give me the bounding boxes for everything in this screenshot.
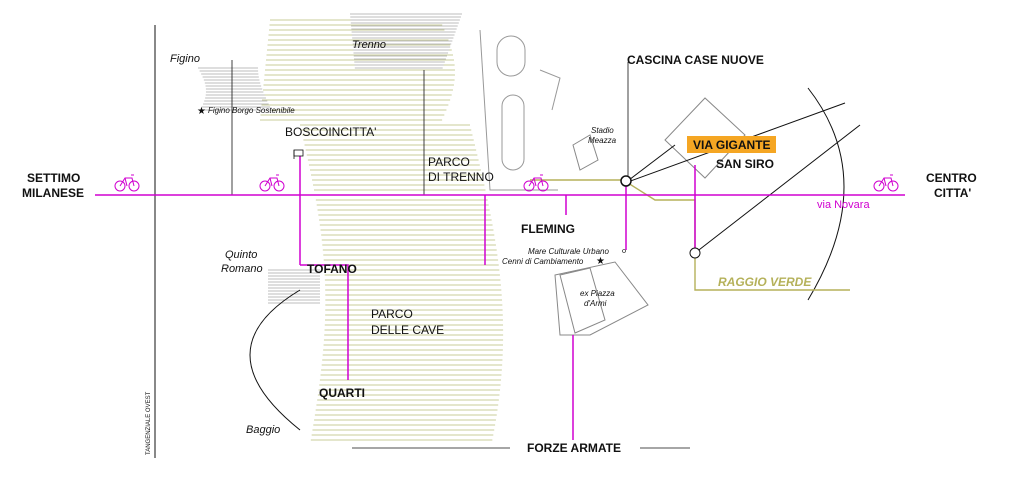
label-mare-2: Cenni di Cambiamento xyxy=(502,257,584,266)
label-raggio-verde: RAGGIO VERDE xyxy=(718,275,812,289)
label-figino-borgo: Figino Borgo Sostenibile xyxy=(208,106,295,115)
label-via-novara: via Novara xyxy=(817,199,870,211)
city-center-arc xyxy=(807,87,845,301)
label-parco-trenno-1: PARCO xyxy=(428,155,470,169)
bicycle-icon xyxy=(259,174,285,192)
label-san-siro: SAN SIRO xyxy=(716,157,774,171)
label-trenno: Trenno xyxy=(352,39,386,51)
label-romano: Romano xyxy=(221,263,263,275)
tofano-quarti-branch xyxy=(300,264,349,380)
label-centro-1: CENTRO xyxy=(926,171,977,185)
label-mare-1: Mare Culturale Urbano xyxy=(528,247,609,256)
park-areas xyxy=(260,19,504,441)
radial-short xyxy=(624,144,676,184)
san-siro-block xyxy=(664,97,746,179)
label-ex-piazza-1: ex Piazza xyxy=(580,289,615,298)
tangenziale-label: TANGENZIALE OVEST xyxy=(146,391,152,455)
label-boscoincitta: BOSCOINCITTA' xyxy=(285,125,376,139)
label-ex-piazza-2: d'Armi xyxy=(584,299,607,308)
node-circle-icon xyxy=(689,247,701,259)
star-icon: ★ xyxy=(197,106,206,117)
stadio-meazza-shape xyxy=(572,134,599,171)
hippodrome-track xyxy=(479,29,561,191)
label-quinto: Quinto xyxy=(225,249,257,261)
bicycle-icon xyxy=(114,174,140,192)
star-icon: ★ xyxy=(596,256,605,267)
label-forze-armate: FORZE ARMATE xyxy=(527,441,621,455)
via-gigante-highlight xyxy=(687,136,776,153)
urban-areas xyxy=(198,13,462,304)
label-cascina: CASCINA CASE NUOVE xyxy=(627,53,764,67)
label-parco-cave-1: PARCO xyxy=(371,307,413,321)
node-circle-icon xyxy=(622,249,626,253)
radial-line-e xyxy=(694,124,861,254)
label-quarti: QUARTI xyxy=(319,386,365,400)
label-via-gigante: VIA GIGANTE xyxy=(693,138,771,152)
label-parco-cave-2: DELLE CAVE xyxy=(371,323,444,337)
bicycle-icon xyxy=(523,174,549,192)
ex-piazza-armi-shape xyxy=(554,261,649,336)
flag-icon xyxy=(293,149,304,159)
label-settimo-1: SETTIMO xyxy=(27,171,80,185)
label-stadio-2: Meazza xyxy=(588,136,617,145)
label-parco-trenno-2: DI TRENNO xyxy=(428,170,494,184)
label-baggio: Baggio xyxy=(246,424,280,436)
baggio-arc xyxy=(249,289,301,431)
node-circle-icon xyxy=(620,175,632,187)
label-fleming: FLEMING xyxy=(521,222,575,236)
label-tofano: TOFANO xyxy=(307,262,357,276)
label-figino: Figino xyxy=(170,53,200,65)
label-centro-2: CITTA' xyxy=(934,186,971,200)
label-settimo-2: MILANESE xyxy=(22,186,84,200)
bicycle-icon xyxy=(873,174,899,192)
bike-route-network xyxy=(95,150,905,440)
label-stadio-1: Stadio xyxy=(591,126,614,135)
